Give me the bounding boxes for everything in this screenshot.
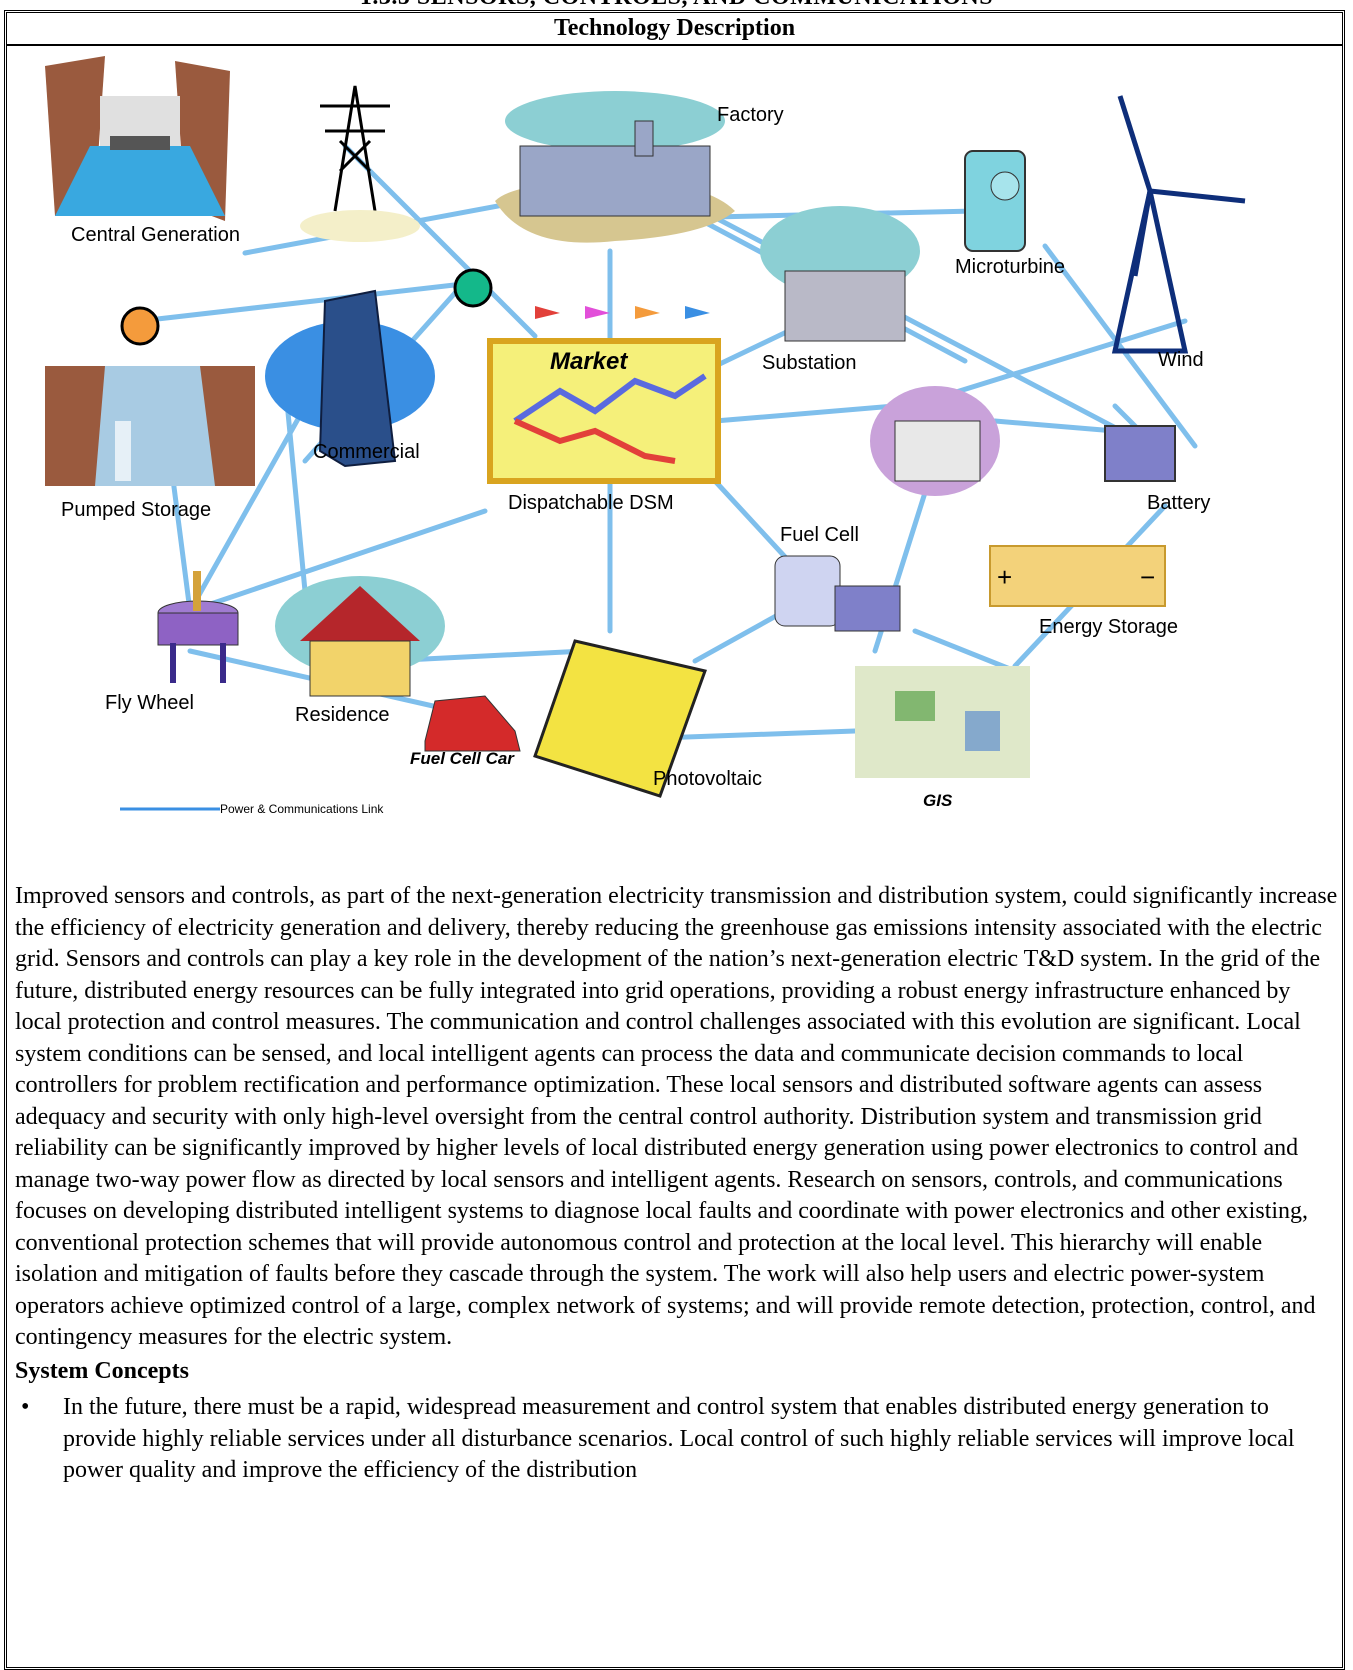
commercial-building-icon [265, 289, 435, 468]
battery-icon [1104, 425, 1176, 482]
energy-storage-label: Energy Storage [1039, 616, 1178, 638]
section-header: Technology Description [7, 13, 1342, 46]
list-item: In the future, there must be a rapid, wi… [15, 1392, 1339, 1487]
gis-label: GIS [923, 791, 953, 810]
civic-building-icon [870, 386, 1000, 496]
wind-turbine-icon [1111, 95, 1246, 354]
photovoltaic-label: Photovoltaic [653, 768, 762, 790]
fly-wheel-icon [157, 571, 239, 683]
svg-text:+: + [997, 562, 1012, 592]
substation-icon [760, 206, 920, 342]
fuel-cell-car-icon [424, 695, 521, 752]
factory-icon [495, 91, 735, 243]
energy-storage-icon: + − [989, 545, 1166, 607]
substation-label: Substation [762, 352, 857, 374]
market-label: Market [550, 348, 628, 375]
factory-label: Factory [717, 104, 784, 126]
photovoltaic-panel-icon [533, 639, 707, 798]
section-title-system-concepts: System Concepts [15, 1358, 189, 1384]
system-concepts-list: In the future, there must be a rapid, wi… [15, 1392, 1339, 1487]
page-heading: 1.3.5 SENSORS, CONTROLS, AND COMMUNICATI… [0, 0, 1353, 11]
microturbine-icon [964, 150, 1026, 252]
central-generation-icon [45, 56, 230, 221]
dispatchable-dsm-label: Dispatchable DSM [508, 492, 674, 514]
gis-map-icon [855, 666, 1030, 778]
pumped-storage-label: Pumped Storage [61, 499, 211, 521]
microturbine-label: Microturbine [955, 256, 1065, 278]
fly-wheel-label: Fly Wheel [105, 692, 194, 714]
central-generation-label: Central Generation [71, 224, 240, 246]
fuel-cell-label: Fuel Cell [780, 524, 859, 546]
battery-label: Battery [1147, 492, 1210, 514]
description-paragraph: Improved sensors and controls, as part o… [15, 883, 1338, 1350]
market-panel-icon [487, 306, 721, 484]
fuel-cell-car-label: Fuel Cell Car [410, 749, 515, 768]
fuel-cell-icon [774, 555, 901, 632]
wind-label: Wind [1158, 349, 1204, 371]
transmission-tower-icon [300, 85, 420, 242]
orange-node-icon [120, 306, 160, 346]
legend-label: Power & Communications Link [220, 802, 384, 816]
commercial-label: Commercial [313, 441, 420, 463]
residence-icon [275, 576, 445, 697]
document-frame: Technology Description [4, 10, 1345, 1670]
residence-label: Residence [295, 704, 390, 726]
grid-network-diagram: Central Generation Factory Microturbine [45, 56, 1246, 816]
green-node-icon [453, 268, 493, 308]
pumped-storage-icon [45, 366, 255, 486]
svg-text:−: − [1140, 562, 1155, 592]
